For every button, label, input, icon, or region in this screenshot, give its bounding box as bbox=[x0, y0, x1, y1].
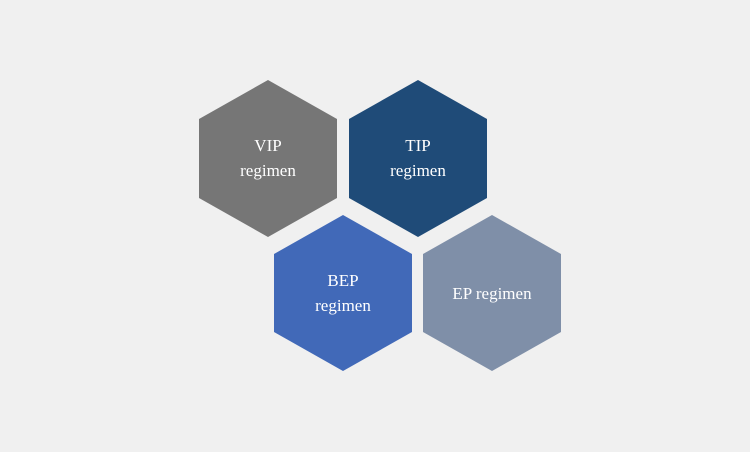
hexagon-tip-label-line-1: TIP bbox=[405, 136, 431, 155]
hexagon-tip: TIP regimen bbox=[349, 80, 487, 237]
hexagon-vip-label-line-1: VIP bbox=[254, 136, 281, 155]
hexagon-ep: EP regimen bbox=[423, 215, 561, 371]
hexagon-bep-shape bbox=[274, 215, 412, 371]
hexagon-vip: VIP regimen bbox=[199, 80, 337, 237]
hexagon-ep-label-line-1: EP regimen bbox=[452, 284, 532, 303]
hexagon-tip-label-line-2: regimen bbox=[390, 161, 446, 180]
hexagon-tip-shape bbox=[349, 80, 487, 237]
hexagon-bep-label-line-2: regimen bbox=[315, 296, 371, 315]
hexagon-ep-shape bbox=[423, 215, 561, 371]
hexagon-vip-shape bbox=[199, 80, 337, 237]
hexagon-bep-label-line-1: BEP bbox=[327, 271, 358, 290]
hexagon-vip-label-line-2: regimen bbox=[240, 161, 296, 180]
hexagon-bep: BEP regimen bbox=[274, 215, 412, 371]
